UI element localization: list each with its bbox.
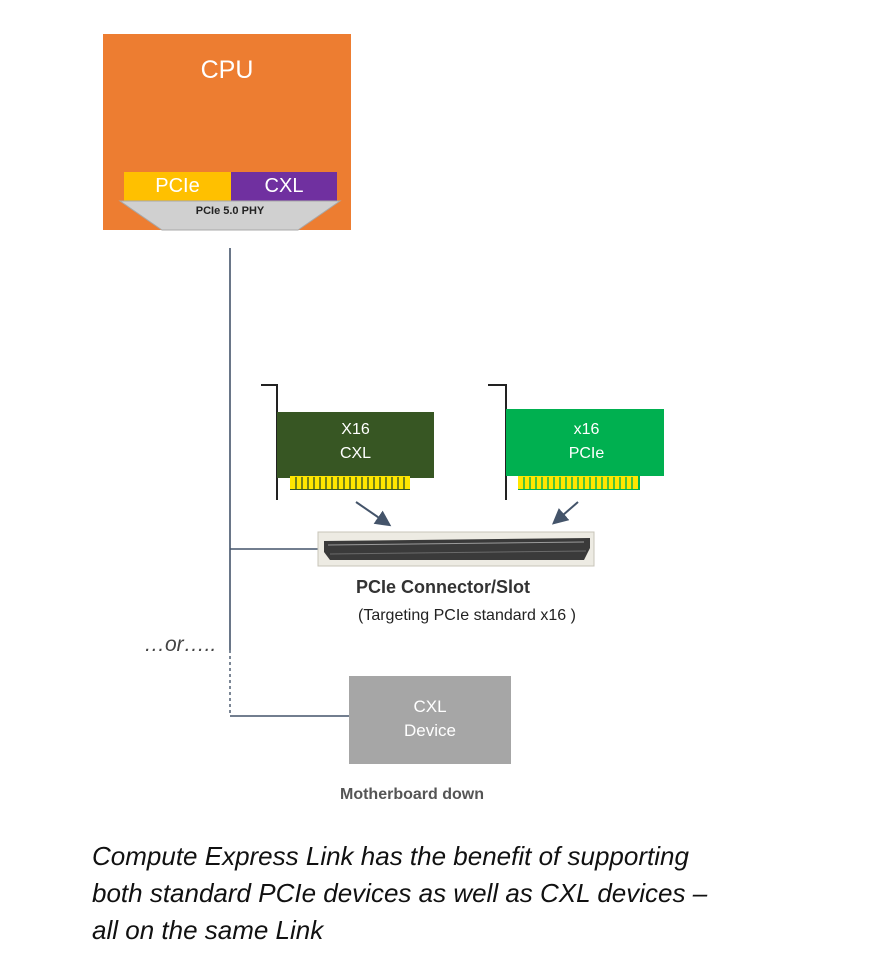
phy-label: PCIe 5.0 PHY [195, 205, 265, 217]
cpu-label: CPU [200, 56, 254, 84]
caption-line-1: Compute Express Link has the benefit of … [92, 841, 689, 871]
cxl-card-type: CXL [339, 445, 372, 462]
or-label: …or….. [144, 633, 217, 656]
phy-trapezoid [118, 200, 342, 231]
cxl-device-box [349, 676, 511, 764]
cxl-card-label: X16 CXL [277, 418, 434, 466]
pcie-card-label: x16 PCIe [508, 418, 665, 466]
slot-title: PCIe Connector/Slot [356, 577, 531, 597]
cxl-device-line2: Device [404, 721, 456, 740]
slot-subtitle: (Targeting PCIe standard x16 ) [358, 607, 576, 624]
pcie-card-board [506, 409, 664, 490]
pcie-card-type: PCIe [568, 445, 605, 462]
motherboard-down-label: Motherboard down [340, 786, 484, 803]
pcie-slot [317, 531, 595, 567]
cxl-card-width: X16 [341, 421, 370, 438]
pcie-card-insert-arrow [551, 501, 579, 525]
pcie-protocol-segment: PCIe [124, 172, 231, 201]
cxl-card-board [277, 412, 434, 490]
cxl-card-bracket [261, 384, 278, 500]
pcie-card [488, 384, 664, 500]
pcie-card-bracket [488, 384, 507, 500]
cxl-device-label: CXL Device [349, 695, 511, 743]
caption: Compute Express Link has the benefit of … [92, 838, 882, 949]
caption-line-3: all on the same Link [92, 915, 324, 945]
cxl-protocol-segment: CXL [231, 172, 337, 201]
pcie-card-width: x16 [573, 421, 600, 438]
cxl-card [261, 384, 434, 500]
caption-line-2: both standard PCIe devices as well as CX… [92, 878, 708, 908]
cxl-device-line1: CXL [413, 697, 447, 716]
cxl-card-insert-arrow [355, 501, 392, 527]
